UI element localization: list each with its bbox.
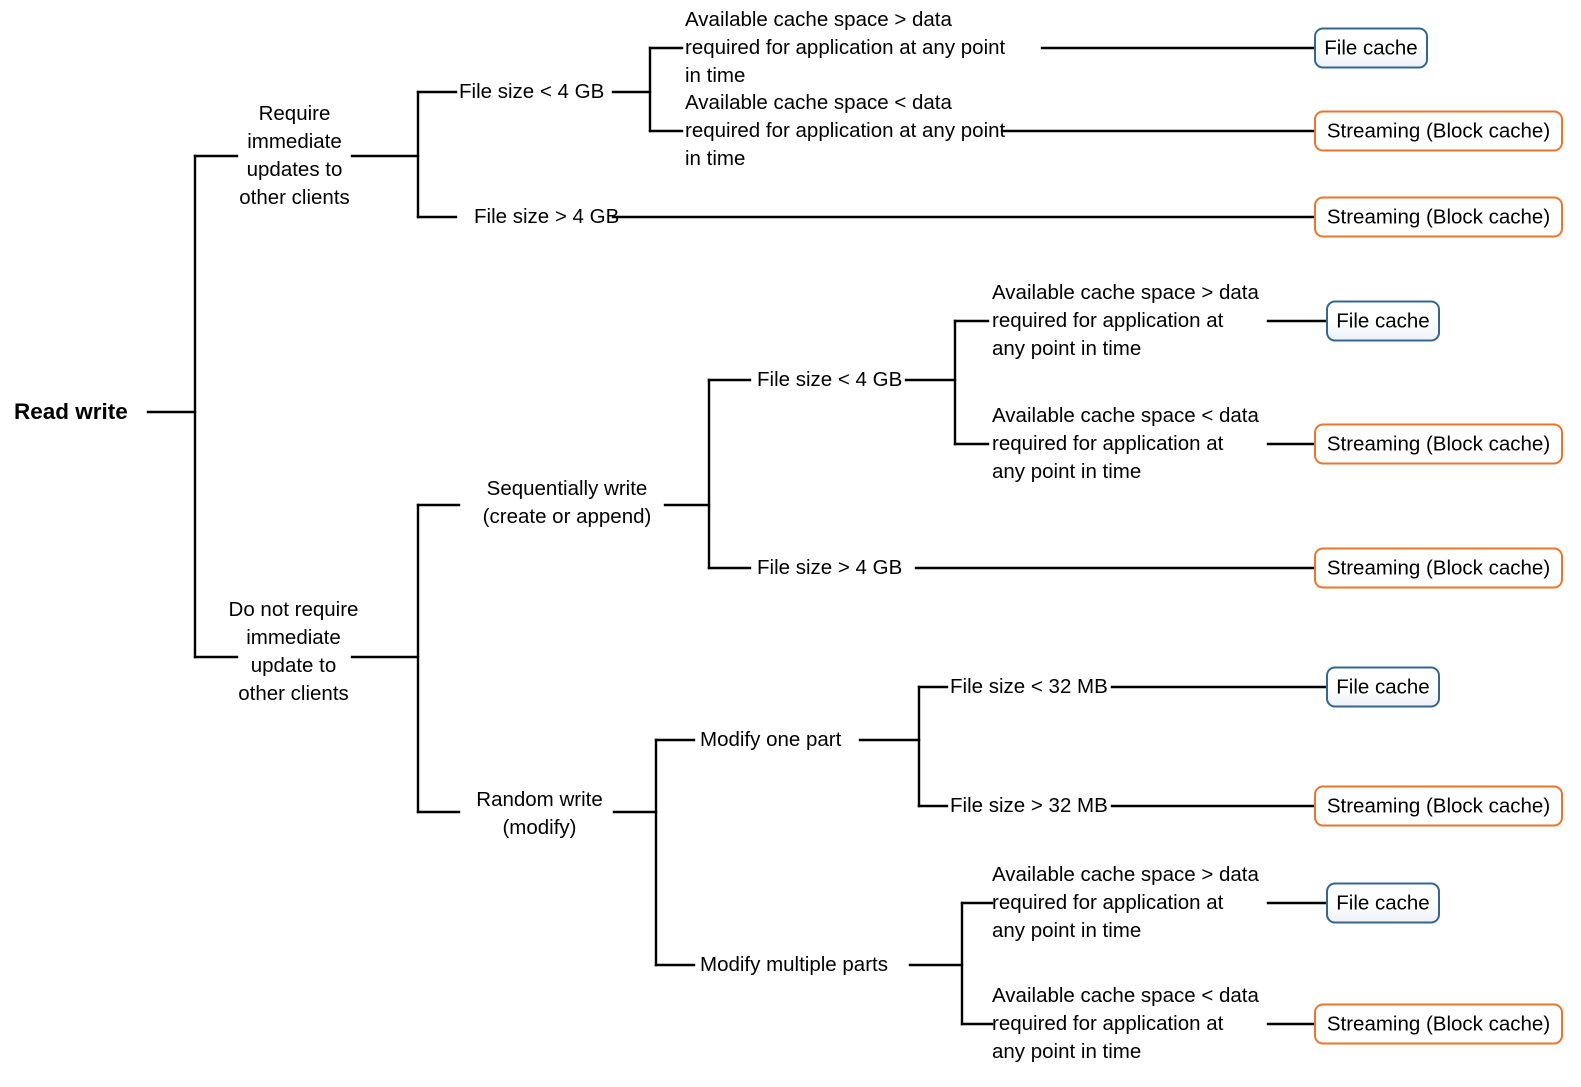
- terminal-streaming-block-cache-6[interactable]: Streaming (Block cache): [1314, 1003, 1563, 1045]
- node-cache-space-gt-a: Available cache space > data required fo…: [685, 8, 1006, 87]
- node-cache-space-lt-c: Available cache space < data required fo…: [992, 984, 1259, 1063]
- terminal-streaming-block-cache-5[interactable]: Streaming (Block cache): [1314, 785, 1563, 827]
- terminal-streaming-block-cache-2[interactable]: Streaming (Block cache): [1314, 196, 1563, 238]
- terminal-file-cache-2[interactable]: File cache: [1326, 300, 1440, 342]
- node-modify-one-part: Modify one part: [700, 728, 842, 751]
- node-cache-space-lt-a: Available cache space < data required fo…: [685, 91, 1006, 170]
- node-file-size-gt-4gb-b: File size > 4 GB: [757, 556, 903, 579]
- terminal-file-cache-1[interactable]: File cache: [1314, 27, 1428, 69]
- node-file-size-gt-32mb: File size > 32 MB: [950, 794, 1108, 817]
- node-sequentially-write: Sequentially write (create or append): [482, 477, 652, 528]
- terminal-file-cache-4[interactable]: File cache: [1326, 882, 1440, 924]
- node-file-size-lt-4gb-b: File size < 4 GB: [757, 368, 903, 391]
- node-cache-space-gt-c: Available cache space > data required fo…: [992, 863, 1259, 942]
- node-modify-multiple-parts: Modify multiple parts: [700, 953, 888, 976]
- node-random-write-modify: Random write (modify): [476, 788, 603, 839]
- terminal-streaming-block-cache-3[interactable]: Streaming (Block cache): [1314, 423, 1563, 465]
- node-require-immediate-updates: Require immediate updates to other clien…: [239, 102, 350, 209]
- node-cache-space-lt-b: Available cache space < data required fo…: [992, 404, 1259, 483]
- node-cache-space-gt-b: Available cache space > data required fo…: [992, 281, 1259, 360]
- root-node-read-write: Read write: [14, 399, 128, 424]
- terminal-streaming-block-cache-4[interactable]: Streaming (Block cache): [1314, 547, 1563, 589]
- node-file-size-lt-4gb-a: File size < 4 GB: [459, 80, 605, 103]
- node-file-size-gt-4gb-a: File size > 4 GB: [474, 205, 620, 228]
- node-do-not-require-immediate-update: Do not require immediate update to other…: [228, 598, 359, 705]
- terminal-file-cache-3[interactable]: File cache: [1326, 666, 1440, 708]
- node-file-size-lt-32mb: File size < 32 MB: [950, 675, 1108, 698]
- terminal-streaming-block-cache-1[interactable]: Streaming (Block cache): [1314, 110, 1563, 152]
